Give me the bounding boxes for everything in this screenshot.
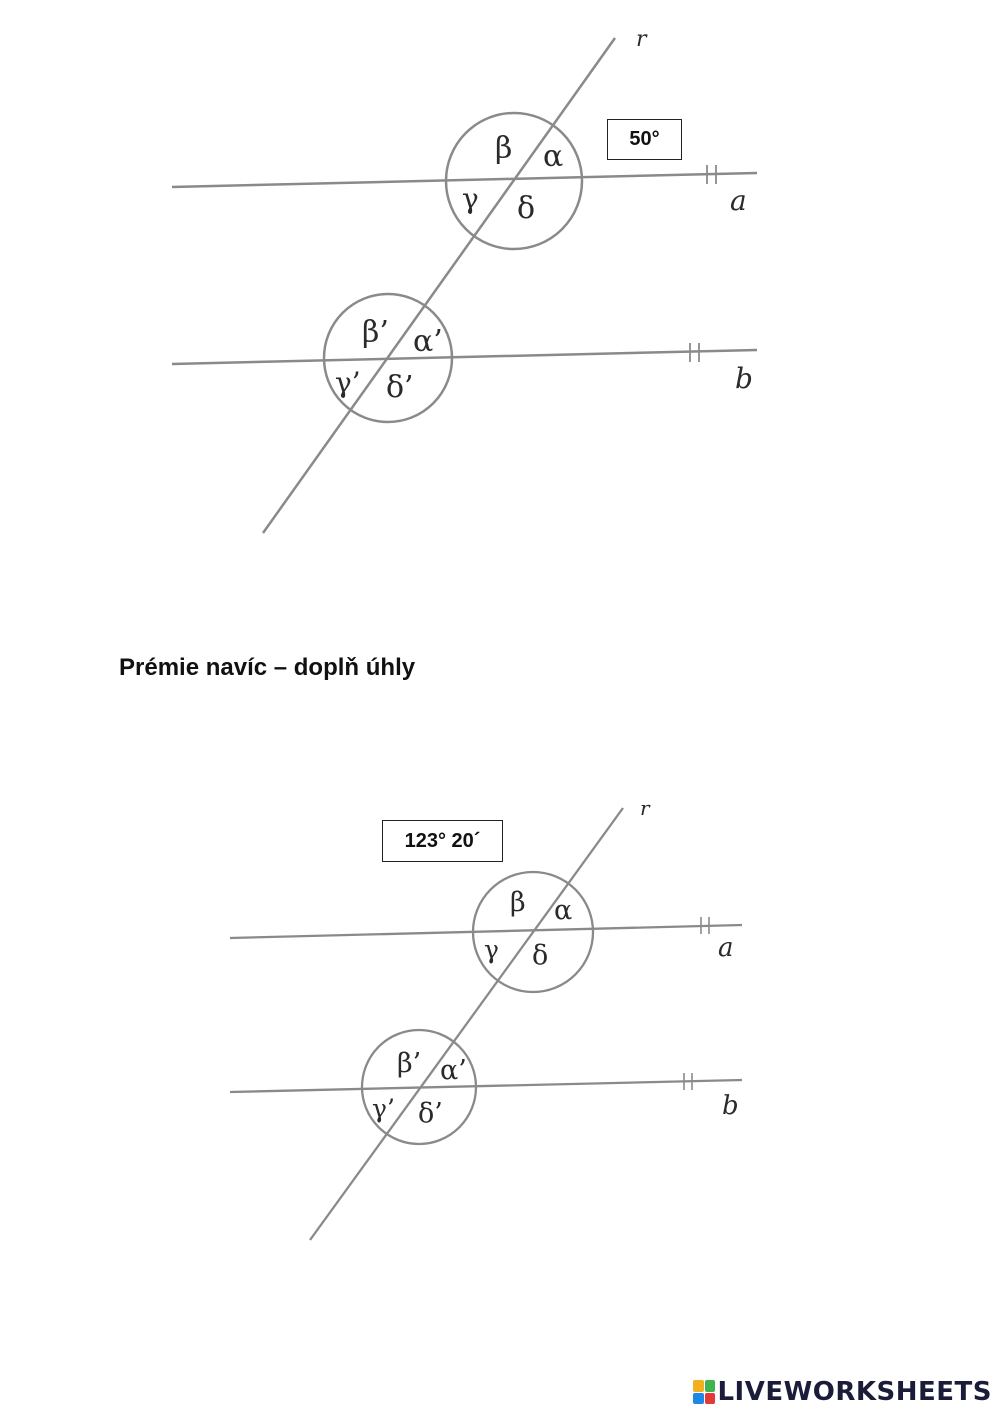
given-angle-value: 50° [629,128,660,150]
transversal-line [261,37,617,534]
angle-label-alpha: α [554,895,572,926]
parallel-line-b [229,1078,743,1094]
angle-circle-top [444,111,584,251]
line-label-t: r [636,27,648,52]
line-label-a: a [730,184,747,217]
angle-label-gamma: γ [484,935,499,964]
given-angle-value: 123° 20´ [404,829,481,852]
given-angle-box-1: 50° [607,119,682,160]
parallel-line-a [171,171,758,189]
section-heading: Prémie navíc – doplň úhly [119,654,416,681]
liveworksheets-logo-icon [693,1380,716,1404]
parallel-line-a [229,923,743,940]
angle-label-beta-prime: β’ [362,315,389,350]
angle-label-gamma-prime: γ’ [372,1094,395,1123]
liveworksheets-brand: LIVEWORKSHEETS [693,1377,992,1407]
angle-circle-bottom [322,292,454,424]
line-label-t: r [640,796,651,820]
parallel-line-b [171,348,758,366]
figure-1-diagram [171,37,758,534]
line-label-a: a [718,933,734,963]
angle-label-delta-prime: δ’ [418,1098,443,1129]
transversal-line [309,807,624,1241]
given-angle-box-2: 123° 20´ [382,820,503,862]
angle-label-alpha-prime: α’ [440,1055,467,1086]
angle-label-beta: β [510,887,526,918]
angle-label-gamma: γ [462,182,479,215]
angle-label-delta-prime: δ’ [386,370,414,405]
angle-label-alpha-prime: α’ [413,324,443,359]
angle-label-beta: β [495,131,512,166]
angle-label-delta: δ [532,940,548,971]
figure-2-labels: r β α γ δ a β’ α’ γ’ δ’ b [372,796,739,1129]
angle-label-alpha: α [543,139,563,174]
angle-circle-top [471,870,595,994]
angle-label-beta-prime: β’ [397,1048,421,1079]
figure-1-labels: r β α γ δ a β’ α’ γ’ δ’ b [335,27,753,405]
figure-2-diagram [229,807,743,1241]
brand-name: LIVEWORKSHEETS [717,1377,992,1407]
line-label-b: b [722,1091,739,1121]
line-label-b: b [735,362,753,395]
angle-label-gamma-prime: γ’ [335,366,361,399]
angle-circle-bottom [360,1028,478,1146]
angle-label-delta: δ [517,191,535,226]
